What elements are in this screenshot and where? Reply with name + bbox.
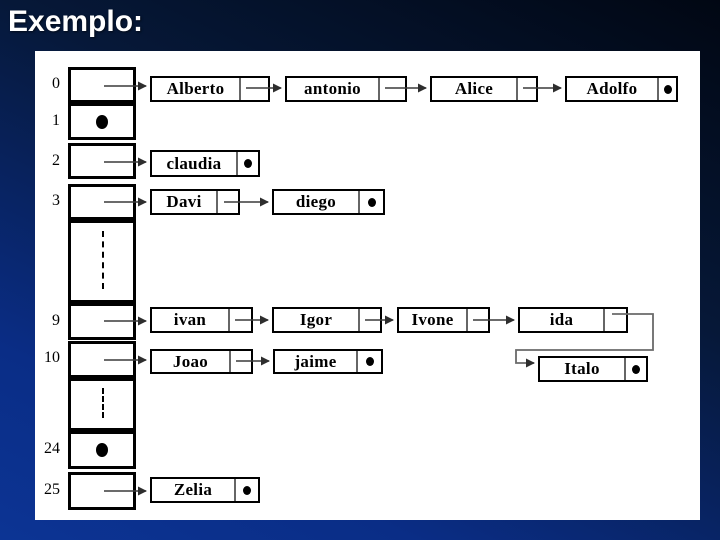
bucket-cell-24 — [68, 431, 136, 469]
bucket-cell-ellipsis-1 — [68, 220, 136, 303]
node-ivan: ivan — [150, 307, 253, 333]
node-pointer-field — [358, 191, 383, 213]
node-pointer-field — [234, 479, 258, 501]
bucket-index-24: 24 — [44, 440, 60, 457]
node-pointer-field — [603, 309, 626, 331]
node-diego: diego — [272, 189, 385, 215]
ellipsis-dashes — [102, 388, 104, 418]
node-label: Igor — [299, 310, 333, 329]
bucket-cell-2 — [68, 143, 136, 179]
ellipsis-dashes — [102, 231, 104, 289]
node-pointer-field — [516, 78, 536, 100]
node-label: Italo — [564, 359, 600, 378]
node-label: Joao — [172, 351, 209, 371]
bucket-cell-10 — [68, 341, 136, 378]
node-label: Zelia — [173, 480, 213, 499]
slide-title: Exemplo: — [8, 5, 144, 38]
node-pointer-field — [358, 309, 380, 331]
node-igor: Igor — [272, 307, 382, 333]
node-alice: Alice — [430, 76, 538, 102]
bucket-cell-9 — [68, 303, 136, 340]
node-joao: Joao — [150, 349, 253, 374]
content-panel — [35, 51, 700, 520]
node-pointer-field — [657, 78, 676, 100]
null-pointer-dot — [96, 443, 108, 457]
bucket-index-0: 0 — [52, 75, 60, 92]
node-label: ida — [549, 310, 574, 329]
bucket-index-1: 1 — [52, 112, 60, 129]
node-zelia: Zelia — [150, 477, 260, 503]
bucket-cell-25 — [68, 472, 136, 510]
node-pointer-field — [216, 191, 238, 213]
node-ivone: Ivone — [397, 307, 490, 333]
node-pointer-field — [229, 351, 251, 372]
node-pointer-field — [466, 309, 488, 331]
node-label: ivan — [173, 310, 207, 329]
bucket-cell-ellipsis-2 — [68, 378, 136, 431]
null-pointer-dot — [365, 357, 374, 366]
node-label: Davi — [166, 192, 202, 211]
node-adolfo: Adolfo — [565, 76, 678, 102]
bucket-index-10: 10 — [44, 349, 60, 366]
bucket-cell-0 — [68, 67, 136, 103]
node-label: Adolfo — [586, 79, 638, 98]
node-label: claudia — [166, 153, 222, 173]
node-label: antonio — [304, 79, 361, 98]
node-italo: Italo — [538, 356, 648, 382]
node-jaime: jaime — [273, 349, 383, 374]
node-pointer-field — [378, 78, 405, 100]
node-pointer-field — [624, 358, 646, 380]
null-pointer-dot — [367, 197, 376, 207]
node-pointer-field — [239, 78, 268, 100]
bucket-index-3: 3 — [52, 192, 60, 209]
null-pointer-dot — [632, 364, 640, 374]
node-label: Alberto — [166, 79, 225, 98]
node-label: Ivone — [411, 310, 454, 329]
node-antonio: antonio — [285, 76, 407, 102]
node-pointer-field — [228, 309, 251, 331]
node-label: Alice — [454, 79, 494, 98]
null-pointer-dot — [96, 114, 108, 129]
node-label: diego — [295, 192, 337, 211]
node-pointer-field — [236, 152, 258, 175]
null-pointer-dot — [663, 84, 672, 94]
node-label: jaime — [294, 351, 337, 371]
null-pointer-dot — [244, 159, 252, 168]
bucket-index-25: 25 — [44, 481, 60, 498]
node-ida: ida — [518, 307, 628, 333]
node-davi: Davi — [150, 189, 240, 215]
node-claudia: claudia — [150, 150, 260, 177]
node-pointer-field — [356, 351, 381, 372]
node-alberto: Alberto — [150, 76, 270, 102]
bucket-cell-1 — [68, 103, 136, 140]
bucket-index-2: 2 — [52, 152, 60, 169]
bucket-cell-3 — [68, 184, 136, 220]
bucket-index-9: 9 — [52, 312, 60, 329]
null-pointer-dot — [243, 485, 251, 495]
